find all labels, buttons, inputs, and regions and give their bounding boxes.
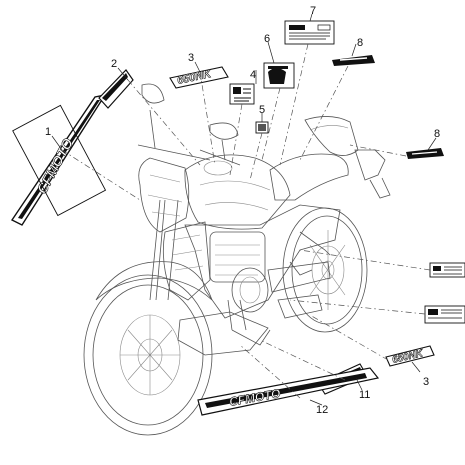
side-fairing	[162, 221, 211, 301]
callout-numbers: 1 2 3 3 4 5 6 7 8 8 11 12	[45, 5, 440, 416]
decal-2-tank-stripe-small	[98, 69, 134, 109]
front-fork	[149, 199, 179, 301]
callout-5: 5	[259, 104, 265, 116]
headlight-cowl	[138, 157, 190, 233]
decal-12-text: CFMOTO	[228, 386, 282, 409]
decal-1-text: CFMOTO	[34, 135, 77, 196]
decal-9-right-label	[429, 262, 465, 278]
callout-11: 11	[359, 389, 370, 401]
decal-10-right-label	[424, 305, 465, 324]
decal-1-tank-stripe: CFMOTO	[10, 93, 107, 226]
leader-lines	[51, 13, 437, 406]
callout-2: 2	[111, 58, 117, 70]
callout-3-bottom: 3	[423, 376, 429, 388]
callout-8-top: 8	[357, 37, 363, 49]
engine	[209, 231, 271, 346]
decal-12-side-stripe: CFMOTO	[197, 367, 380, 416]
callout-3-top: 3	[188, 52, 194, 64]
left-mirror	[141, 83, 165, 149]
belly-pan	[177, 311, 269, 356]
decal-6-warning-label	[263, 62, 295, 89]
decal-3-lower-text: 650NK	[391, 348, 425, 366]
seat	[269, 153, 349, 201]
right-mirror	[209, 122, 239, 161]
callout-4: 4	[250, 69, 256, 81]
decal-3-model-badge-lower: 650NK	[385, 345, 435, 367]
decal-8-brand-strip-side	[406, 148, 444, 159]
callout-7: 7	[310, 5, 316, 17]
decal-3-model-badge-top: 650NK	[169, 66, 229, 89]
tail-section	[304, 116, 359, 156]
decal-7-info-label	[284, 20, 335, 45]
callout-1: 1	[45, 126, 51, 138]
callout-8-side: 8	[434, 128, 440, 140]
handlebar	[137, 144, 241, 166]
callout-12: 12	[316, 404, 328, 416]
rear-fender	[354, 149, 386, 181]
decal-8-brand-strip-top	[332, 55, 375, 66]
rear-wheel	[282, 207, 368, 333]
decal-4-label	[229, 83, 255, 105]
decal-5-small-label	[255, 121, 269, 134]
fuel-tank	[184, 154, 291, 230]
swingarm	[267, 261, 331, 293]
callout-6: 6	[264, 33, 270, 45]
exhaust	[277, 294, 323, 319]
front-wheel	[83, 274, 213, 436]
